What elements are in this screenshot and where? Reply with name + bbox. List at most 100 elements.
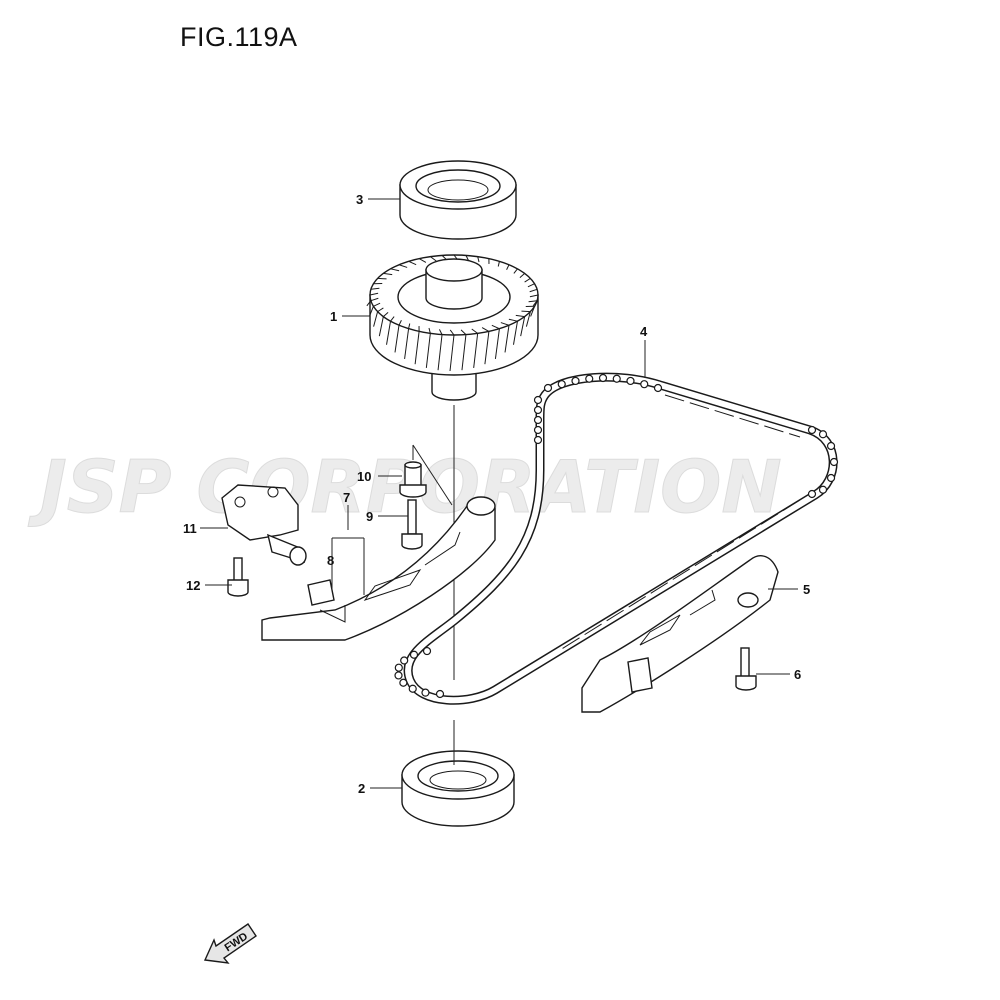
- chain-guide-right[interactable]: [581, 555, 779, 713]
- gear-tooth: [497, 261, 500, 267]
- gear-tooth: [460, 329, 467, 335]
- gear-tooth: [519, 272, 525, 278]
- gear-tooth-edge: [437, 334, 443, 371]
- gear-tooth: [481, 327, 490, 332]
- chain-link: [421, 688, 430, 697]
- gear-tooth: [369, 292, 379, 296]
- gear-tooth-edge: [386, 321, 392, 345]
- gear-tooth: [383, 272, 393, 276]
- gear-tooth-edge: [520, 316, 526, 337]
- gear-tooth: [529, 294, 539, 298]
- chain-link: [571, 376, 580, 386]
- gear-tooth: [377, 277, 387, 280]
- chain-link: [394, 663, 403, 672]
- timing-chain[interactable]: [394, 372, 839, 705]
- gear-tooth: [398, 264, 408, 268]
- chain-link: [533, 405, 543, 415]
- gear-tooth-edge: [532, 300, 538, 307]
- gear-tooth: [529, 288, 538, 293]
- callout-9: 9: [366, 509, 373, 524]
- callout-1: 1: [330, 309, 337, 324]
- gear-tooth: [449, 329, 455, 336]
- fwd-arrow-icon: FWD: [203, 923, 257, 964]
- gear-tooth: [500, 322, 510, 326]
- gear-tooth: [528, 300, 538, 303]
- gear-tooth: [408, 260, 417, 266]
- chain-link: [640, 380, 649, 389]
- chain-link: [422, 646, 432, 656]
- gear-tooth: [491, 324, 500, 330]
- chain-link: [826, 441, 836, 451]
- chain-link: [533, 425, 543, 435]
- chain-link: [543, 383, 553, 393]
- figure-title: FIG.119A: [180, 22, 298, 52]
- chain-link: [807, 489, 817, 499]
- gear-tooth-edge: [373, 311, 379, 327]
- chain-link: [653, 383, 663, 393]
- chain-link: [598, 373, 608, 383]
- chain-link: [408, 684, 417, 693]
- chain-link: [557, 380, 566, 389]
- gear-tooth-edge: [404, 328, 410, 360]
- bolt-bracket[interactable]: [227, 557, 249, 597]
- gear-tooth-edge: [473, 333, 479, 368]
- gear-tooth: [377, 307, 384, 313]
- callout-11: 11: [183, 521, 197, 536]
- gear-tooth: [390, 316, 395, 322]
- chain-link: [409, 650, 419, 659]
- chain-link: [818, 430, 828, 439]
- chain-link: [585, 374, 594, 383]
- guide-pad[interactable]: [307, 579, 335, 606]
- bearing-upper[interactable]: [399, 160, 517, 240]
- gear-tooth: [438, 329, 443, 335]
- chain-tensioner-guide[interactable]: [261, 496, 496, 641]
- callout-12: 12: [186, 578, 200, 593]
- chain-link: [435, 689, 445, 699]
- gear-tooth: [383, 312, 389, 318]
- gear-tooth-edge: [378, 316, 384, 337]
- gear-tooth-edge: [394, 325, 400, 353]
- chain-link: [626, 376, 635, 386]
- chain-link: [807, 425, 817, 435]
- gear-tooth-edge: [366, 300, 372, 307]
- gear-tooth-edge: [368, 306, 374, 317]
- gear-tooth: [430, 256, 437, 262]
- chain-link: [399, 678, 408, 687]
- gear-tooth-edge: [512, 321, 518, 345]
- gear-tooth-edge: [414, 331, 420, 365]
- chain-link: [533, 415, 543, 425]
- gear-tooth-edge: [494, 328, 500, 360]
- gear-tooth: [398, 320, 402, 326]
- gear-tooth: [527, 283, 535, 288]
- gear-tooth: [508, 318, 518, 322]
- chain-link: [612, 374, 621, 383]
- gear-tooth-edge: [530, 306, 536, 317]
- callout-7: 7: [343, 490, 350, 505]
- callout-5: 5: [803, 582, 810, 597]
- gear-tooth: [515, 314, 525, 318]
- gear-tooth-edge: [461, 334, 467, 371]
- bolt-right[interactable]: [735, 647, 757, 691]
- gear[interactable]: [366, 254, 539, 401]
- gear-tooth: [477, 256, 480, 263]
- callout-4: 4: [640, 324, 648, 339]
- bolt-tensioner[interactable]: [401, 499, 423, 550]
- chain-link: [829, 457, 839, 467]
- tensioner-bracket[interactable]: [221, 484, 307, 566]
- gear-tooth-edge: [449, 334, 455, 372]
- gear-tooth-edge: [484, 331, 490, 365]
- gear-tooth-edge: [504, 325, 510, 353]
- chain-link: [826, 473, 836, 483]
- callout-6: 6: [794, 667, 801, 682]
- spacer-bolt[interactable]: [399, 461, 427, 498]
- bearing-lower[interactable]: [401, 750, 515, 827]
- callout-8: 8: [327, 553, 334, 568]
- gear-tooth: [370, 297, 379, 302]
- gear-tooth: [390, 268, 400, 272]
- gear-tooth-edge: [425, 333, 431, 368]
- gear-tooth: [373, 302, 381, 307]
- chain-link: [818, 485, 828, 494]
- chain-link: [533, 395, 543, 405]
- gear-tooth: [521, 310, 531, 313]
